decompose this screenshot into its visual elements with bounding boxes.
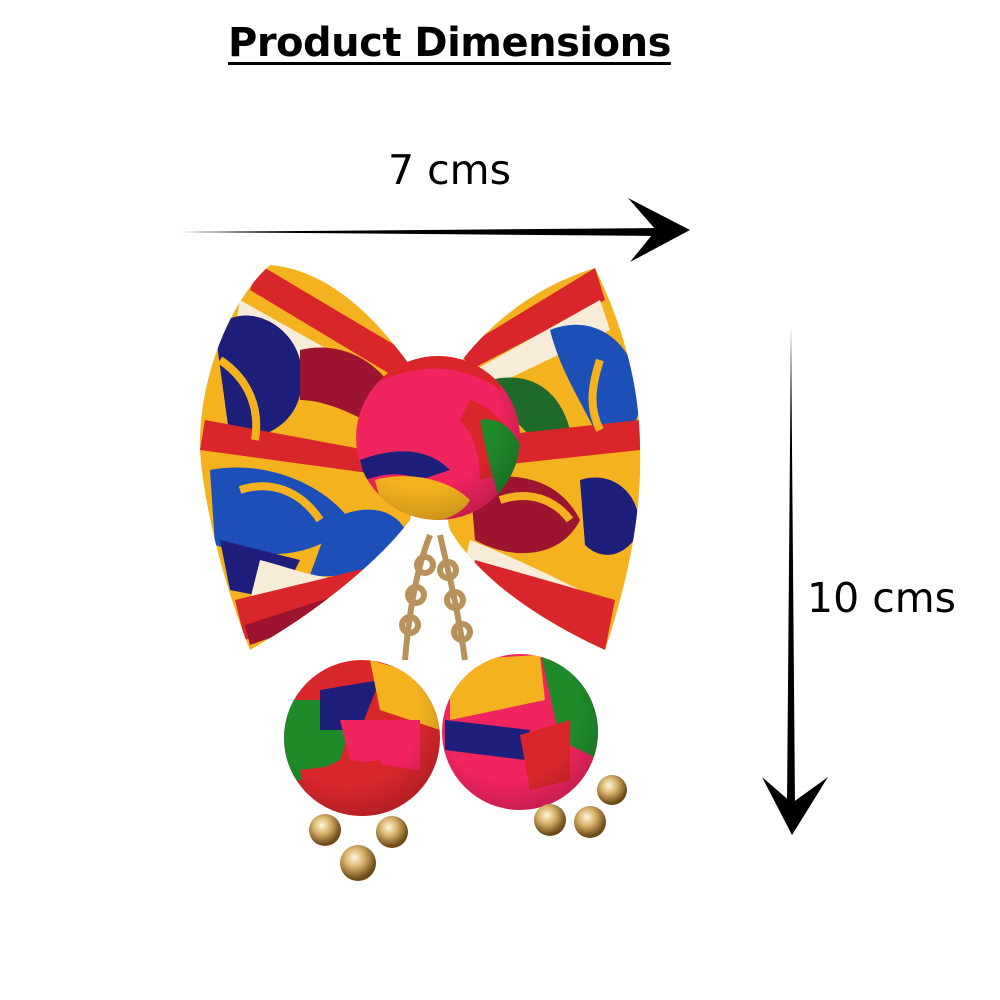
left-pompom [284, 660, 440, 816]
height-dimension-label: 10 cms [807, 574, 957, 622]
right-pompom [442, 654, 598, 810]
page-title: Product Dimensions [228, 20, 671, 66]
width-dimension-label: 7 cms [388, 146, 511, 194]
center-pompom [356, 356, 520, 520]
bell-icon [309, 775, 627, 881]
chain-icon [399, 533, 473, 661]
